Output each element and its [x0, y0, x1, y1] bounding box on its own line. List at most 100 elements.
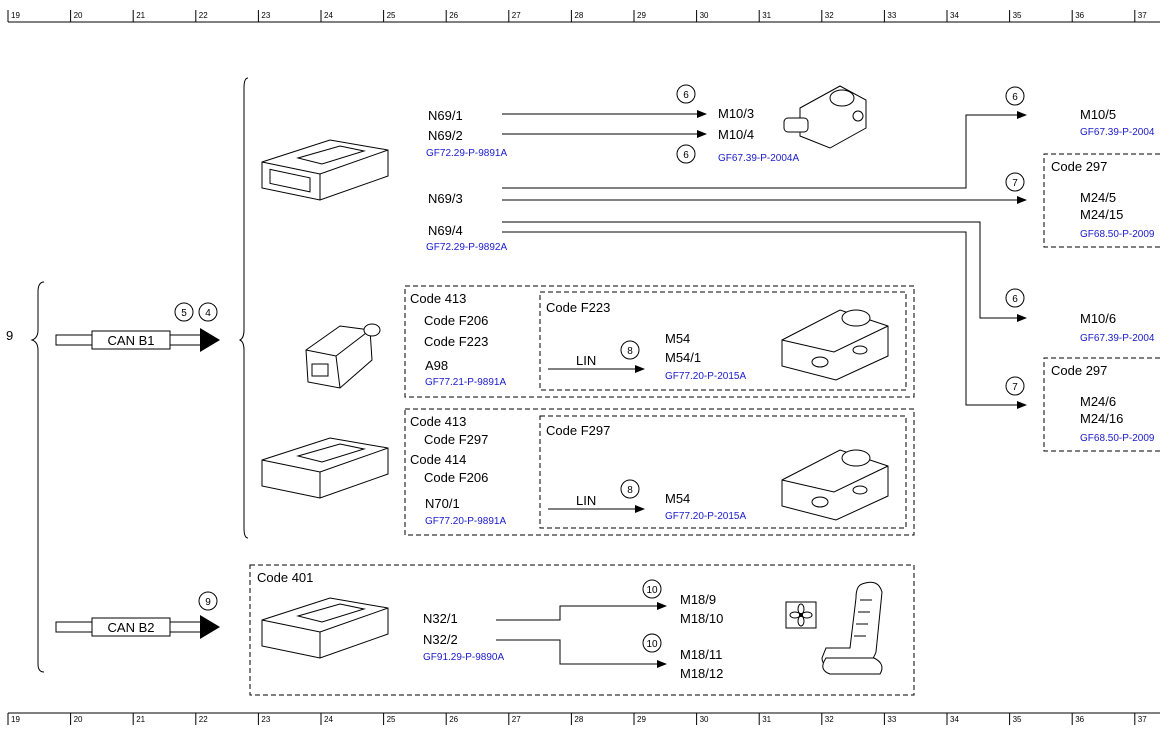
ref-gf77-20-9891a[interactable]: GF77.20-P-9891A	[425, 516, 506, 527]
seat-motor-icon-a	[781, 309, 889, 381]
ruler-number: 25	[387, 715, 396, 724]
ruler-number: 35	[1013, 715, 1022, 724]
ref-gf67-2004a[interactable]: GF67.39-P-2004A	[718, 153, 799, 164]
label-n32-1: N32/1	[423, 611, 458, 626]
control-unit-icon-3	[261, 597, 389, 659]
ruler-number: 29	[637, 11, 646, 20]
label-m24-15: M24/15	[1080, 207, 1123, 222]
label-m10-5: M10/5	[1080, 107, 1116, 122]
label-lin-b: LIN	[576, 493, 596, 508]
circle-8-b: 8	[627, 485, 633, 496]
ruler-number: 32	[825, 11, 834, 20]
wire-n32-1	[496, 602, 667, 621]
ruler-number: 36	[1075, 715, 1084, 724]
circle-6-b: 6	[683, 150, 689, 161]
code-413-box-b	[404, 408, 915, 536]
circle-7-a: 7	[1012, 178, 1018, 189]
label-a98: A98	[425, 358, 448, 373]
ref-gf68-2009-bottom[interactable]: GF68.50-P-2009	[1080, 433, 1155, 444]
ref-gf77-20-2015a-b[interactable]: GF77.20-P-2015A	[665, 511, 746, 522]
ruler-number: 30	[700, 715, 709, 724]
circle-9: 9	[205, 597, 211, 608]
ref-gf77-20-2015a-a[interactable]: GF77.20-P-2015A	[665, 371, 746, 382]
ruler-number: 26	[449, 715, 458, 724]
label-lin-a: LIN	[576, 353, 596, 368]
circle-10-a: 10	[646, 585, 658, 596]
left-cut-label: 9	[6, 328, 13, 343]
label-m10-4: M10/4	[718, 127, 754, 142]
label-n69-4: N69/4	[428, 223, 463, 238]
label-code-413-b: Code 413	[410, 414, 466, 429]
label-m18-10: M18/10	[680, 611, 723, 626]
ref-gf72-9891a[interactable]: GF72.29-P-9891A	[426, 148, 507, 159]
seat-motor-icon-b	[781, 449, 889, 521]
can-b1-bus: CAN B1 5 4	[55, 302, 220, 352]
label-n69-2: N69/2	[428, 128, 463, 143]
ruler-number: 23	[261, 11, 270, 20]
label-code-f206-a: Code F206	[424, 313, 488, 328]
ruler-number: 27	[512, 11, 521, 20]
ruler-number: 31	[762, 11, 771, 20]
ruler-number: 32	[825, 715, 834, 724]
label-code-297-top: Code 297	[1051, 159, 1107, 174]
circle-8-a: 8	[627, 346, 633, 357]
label-m10-3: M10/3	[718, 106, 754, 121]
sensor-icon	[305, 323, 381, 389]
label-code-f297-b: Code F297	[424, 432, 488, 447]
seat-icon	[821, 581, 883, 675]
ruler-number: 28	[574, 715, 583, 724]
ruler-number: 21	[136, 11, 145, 20]
ruler-number: 22	[199, 11, 208, 20]
label-code-297-bottom: Code 297	[1051, 363, 1107, 378]
circle-5: 5	[181, 308, 187, 319]
fan-icon	[785, 601, 817, 629]
label-m24-16: M24/16	[1080, 411, 1123, 426]
ref-gf67-2004-bottom[interactable]: GF67.39-P-2004	[1080, 333, 1155, 344]
ref-gf68-2009-top[interactable]: GF68.50-P-2009	[1080, 229, 1155, 240]
ruler-number: 24	[324, 11, 333, 20]
ruler-number: 34	[950, 715, 959, 724]
circle-6-a: 6	[683, 90, 689, 101]
label-code-401: Code 401	[257, 570, 313, 585]
ruler-number: 33	[887, 11, 896, 20]
can-b2-bus: CAN B2 9	[55, 591, 220, 639]
circle-7-b: 7	[1012, 382, 1018, 393]
code-297-box-bottom	[1043, 357, 1160, 452]
ruler-number: 19	[11, 715, 20, 724]
label-n70-1: N70/1	[425, 496, 460, 511]
circle-6-d: 6	[1012, 294, 1018, 305]
ruler-number: 37	[1138, 715, 1147, 724]
label-m10-6: M10/6	[1080, 311, 1116, 326]
label-m24-5: M24/5	[1080, 190, 1116, 205]
ruler-number: 25	[387, 11, 396, 20]
ruler-number: 31	[762, 715, 771, 724]
ruler-number: 19	[11, 11, 20, 20]
label-m24-6: M24/6	[1080, 394, 1116, 409]
upper-brace	[238, 77, 249, 539]
label-code-f206-b: Code F206	[424, 470, 488, 485]
ref-gf91-9890a[interactable]: GF91.29-P-9890A	[423, 652, 504, 663]
ruler-number: 36	[1075, 11, 1084, 20]
control-unit-icon-2	[261, 437, 389, 499]
ruler-number: 27	[512, 715, 521, 724]
code-401-box	[249, 564, 915, 696]
can-b1-label: CAN B1	[108, 333, 155, 348]
label-n69-3: N69/3	[428, 191, 463, 206]
ref-gf67-2004-top[interactable]: GF67.39-P-2004	[1080, 127, 1155, 138]
wire-n32-2	[496, 639, 667, 668]
code-413-box-a	[404, 285, 915, 398]
ruler-number: 35	[1013, 11, 1022, 20]
control-unit-icon	[261, 139, 389, 201]
ruler-number: 22	[199, 715, 208, 724]
label-m54-a: M54	[665, 331, 690, 346]
code-297-box-top	[1043, 153, 1160, 248]
label-m18-11: M18/11	[680, 647, 722, 662]
label-code-f223-a: Code F223	[424, 334, 488, 349]
label-m54-1: M54/1	[665, 350, 701, 365]
label-code-414: Code 414	[410, 452, 466, 467]
ref-gf77-21-9891a[interactable]: GF77.21-P-9891A	[425, 377, 506, 388]
ref-gf72-9892a[interactable]: GF72.29-P-9892A	[426, 242, 507, 253]
ruler-number: 23	[261, 715, 270, 724]
